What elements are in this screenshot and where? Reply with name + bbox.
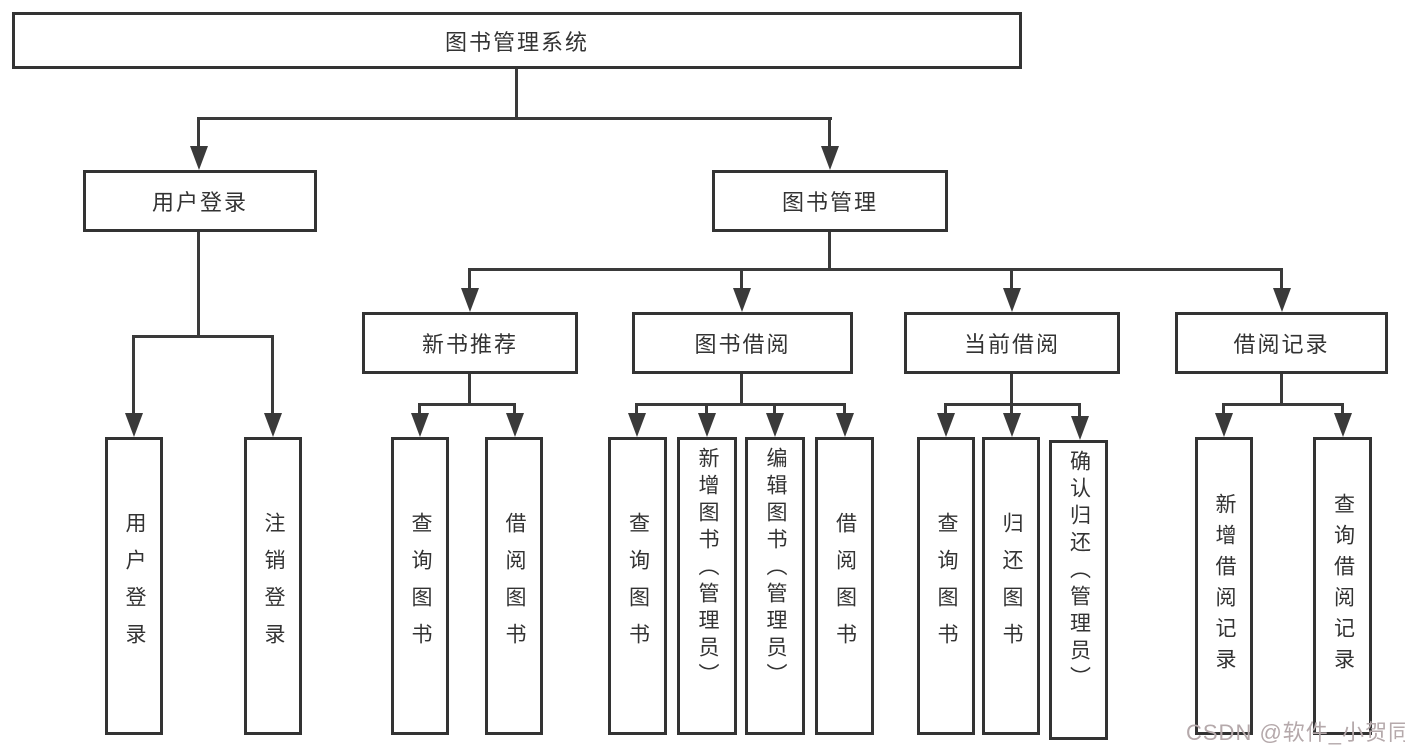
- edge-to-book-management-stem: [828, 117, 831, 149]
- edge-to-leaf-user-login-stem: [132, 335, 135, 417]
- arrowhead-record-child1: [1215, 413, 1233, 437]
- edge-record-child2-stem: [1341, 403, 1344, 419]
- arrowhead-recommend-child1: [411, 413, 429, 437]
- node-borrow-record-label: 借阅记录: [1233, 332, 1330, 357]
- node-book-management-label: 图书管理: [781, 190, 878, 215]
- edge-current-borrow-stem2: [1010, 374, 1013, 405]
- leaf-borrow-query-book: 查询图书: [608, 437, 667, 735]
- arrowhead-current-child3: [1071, 416, 1089, 440]
- node-book-borrow-label: 图书借阅: [694, 332, 791, 357]
- leaf-edit-book-admin: 编辑图书（管理员）: [745, 437, 805, 735]
- arrowhead-to-current-borrow: [1003, 288, 1021, 312]
- leaf-borrow-borrow-book: 借阅图书: [815, 437, 874, 735]
- leaf-user-login: 用户登录: [105, 437, 163, 735]
- arrowhead-book-borrow-child1: [628, 413, 646, 437]
- leaf-current-query-book: 查询图书: [917, 437, 975, 735]
- edge-root-stem: [515, 69, 518, 120]
- leaf-recommend-borrow-book: 借阅图书: [485, 437, 543, 735]
- edge-book-borrow-child2-stem: [705, 403, 708, 419]
- edge-current-child3-stem: [1078, 403, 1081, 419]
- leaf-add-book-admin: 新增图书（管理员）: [677, 437, 737, 735]
- edge-book-borrow-child4-stem: [843, 403, 846, 419]
- node-root-label: 图书管理系统: [444, 29, 589, 55]
- edge-book-management-stem: [828, 232, 831, 270]
- edge-to-current-borrow-stem: [1010, 268, 1013, 292]
- arrowhead-to-leaf-user-login: [125, 413, 143, 437]
- leaf-logout: 注销登录: [244, 437, 302, 735]
- edge-level3-bar: [468, 268, 1282, 271]
- node-borrow-record: 借阅记录: [1175, 312, 1388, 374]
- arrowhead-current-child1: [937, 413, 955, 437]
- leaf-query-borrow-record-label: 查询借阅记录: [1331, 493, 1355, 679]
- node-root: 图书管理系统: [12, 12, 1022, 69]
- arrowhead-to-user-login: [190, 146, 208, 170]
- leaf-add-book-admin-label: 新增图书（管理员）: [696, 447, 719, 690]
- node-user-login: 用户登录: [83, 170, 317, 232]
- leaf-return-book: 归还图书: [982, 437, 1040, 735]
- leaf-add-borrow-record: 新增借阅记录: [1195, 437, 1253, 735]
- arrowhead-book-borrow-child3: [766, 413, 784, 437]
- edge-user-login-stem: [197, 232, 200, 335]
- arrowhead-record-child2: [1334, 413, 1352, 437]
- arrowhead-to-borrow-record: [1273, 288, 1291, 312]
- arrowhead-to-book-management: [821, 146, 839, 170]
- arrowhead-to-recommend: [461, 288, 479, 312]
- edge-to-book-borrow-stem: [740, 268, 743, 292]
- arrowhead-recommend-child2: [506, 413, 524, 437]
- edge-to-user-login-stem: [197, 117, 200, 149]
- edge-book-borrow-child1-stem: [635, 403, 638, 419]
- edge-recommend-child2-stem: [513, 403, 516, 419]
- node-new-book-recommend: 新书推荐: [362, 312, 578, 374]
- leaf-logout-label: 注销登录: [262, 512, 285, 660]
- edge-book-borrow-stem2: [740, 374, 743, 405]
- leaf-return-book-label: 归还图书: [1000, 512, 1023, 660]
- edge-book-borrow-child3-stem: [773, 403, 776, 419]
- leaf-borrow-query-book-label: 查询图书: [626, 512, 650, 660]
- edge-current-child2-stem: [1010, 403, 1013, 419]
- node-new-book-recommend-label: 新书推荐: [421, 332, 518, 357]
- edge-to-leaf-logout-stem: [271, 335, 274, 417]
- leaf-recommend-borrow-book-label: 借阅图书: [503, 512, 526, 660]
- arrowhead-current-child2: [1003, 413, 1021, 437]
- node-book-borrow: 图书借阅: [632, 312, 853, 374]
- leaf-confirm-return-admin-label: 确认归还（管理员）: [1067, 450, 1091, 693]
- node-current-borrow-label: 当前借阅: [963, 332, 1060, 357]
- edge-user-login-bar: [132, 335, 274, 338]
- edge-record-child1-stem: [1222, 403, 1225, 419]
- node-current-borrow: 当前借阅: [904, 312, 1120, 374]
- leaf-confirm-return-admin: 确认归还（管理员）: [1049, 440, 1108, 740]
- edge-book-borrow-bar: [635, 403, 846, 406]
- edge-recommend-stem: [468, 374, 471, 405]
- arrowhead-to-book-borrow: [733, 288, 751, 312]
- csdn-watermark: CSDN @软件_小贺同学: [1186, 720, 1405, 745]
- leaf-current-query-book-label: 查询图书: [935, 512, 958, 660]
- leaf-edit-book-admin-label: 编辑图书（管理员）: [764, 447, 787, 690]
- leaf-recommend-query-book-label: 查询图书: [409, 512, 432, 660]
- leaf-query-borrow-record: 查询借阅记录: [1313, 437, 1372, 735]
- arrowhead-to-leaf-logout: [264, 413, 282, 437]
- edge-level2-bar: [197, 117, 832, 120]
- leaf-add-borrow-record-label: 新增借阅记录: [1213, 493, 1236, 679]
- edge-to-recommend-stem: [468, 268, 471, 292]
- leaf-recommend-query-book: 查询图书: [391, 437, 449, 735]
- edge-to-borrow-record-stem: [1280, 268, 1283, 292]
- edge-recommend-bar: [418, 403, 516, 406]
- node-book-management: 图书管理: [712, 170, 948, 232]
- leaf-borrow-borrow-book-label: 借阅图书: [833, 512, 857, 660]
- edge-borrow-record-bar: [1222, 403, 1344, 406]
- node-user-login-label: 用户登录: [151, 190, 248, 215]
- arrowhead-book-borrow-child2: [698, 413, 716, 437]
- arrowhead-book-borrow-child4: [836, 413, 854, 437]
- leaf-user-login-label: 用户登录: [123, 512, 146, 660]
- edge-borrow-record-stem2: [1280, 374, 1283, 405]
- edge-recommend-child1-stem: [418, 403, 421, 419]
- edge-current-child1-stem: [944, 403, 947, 419]
